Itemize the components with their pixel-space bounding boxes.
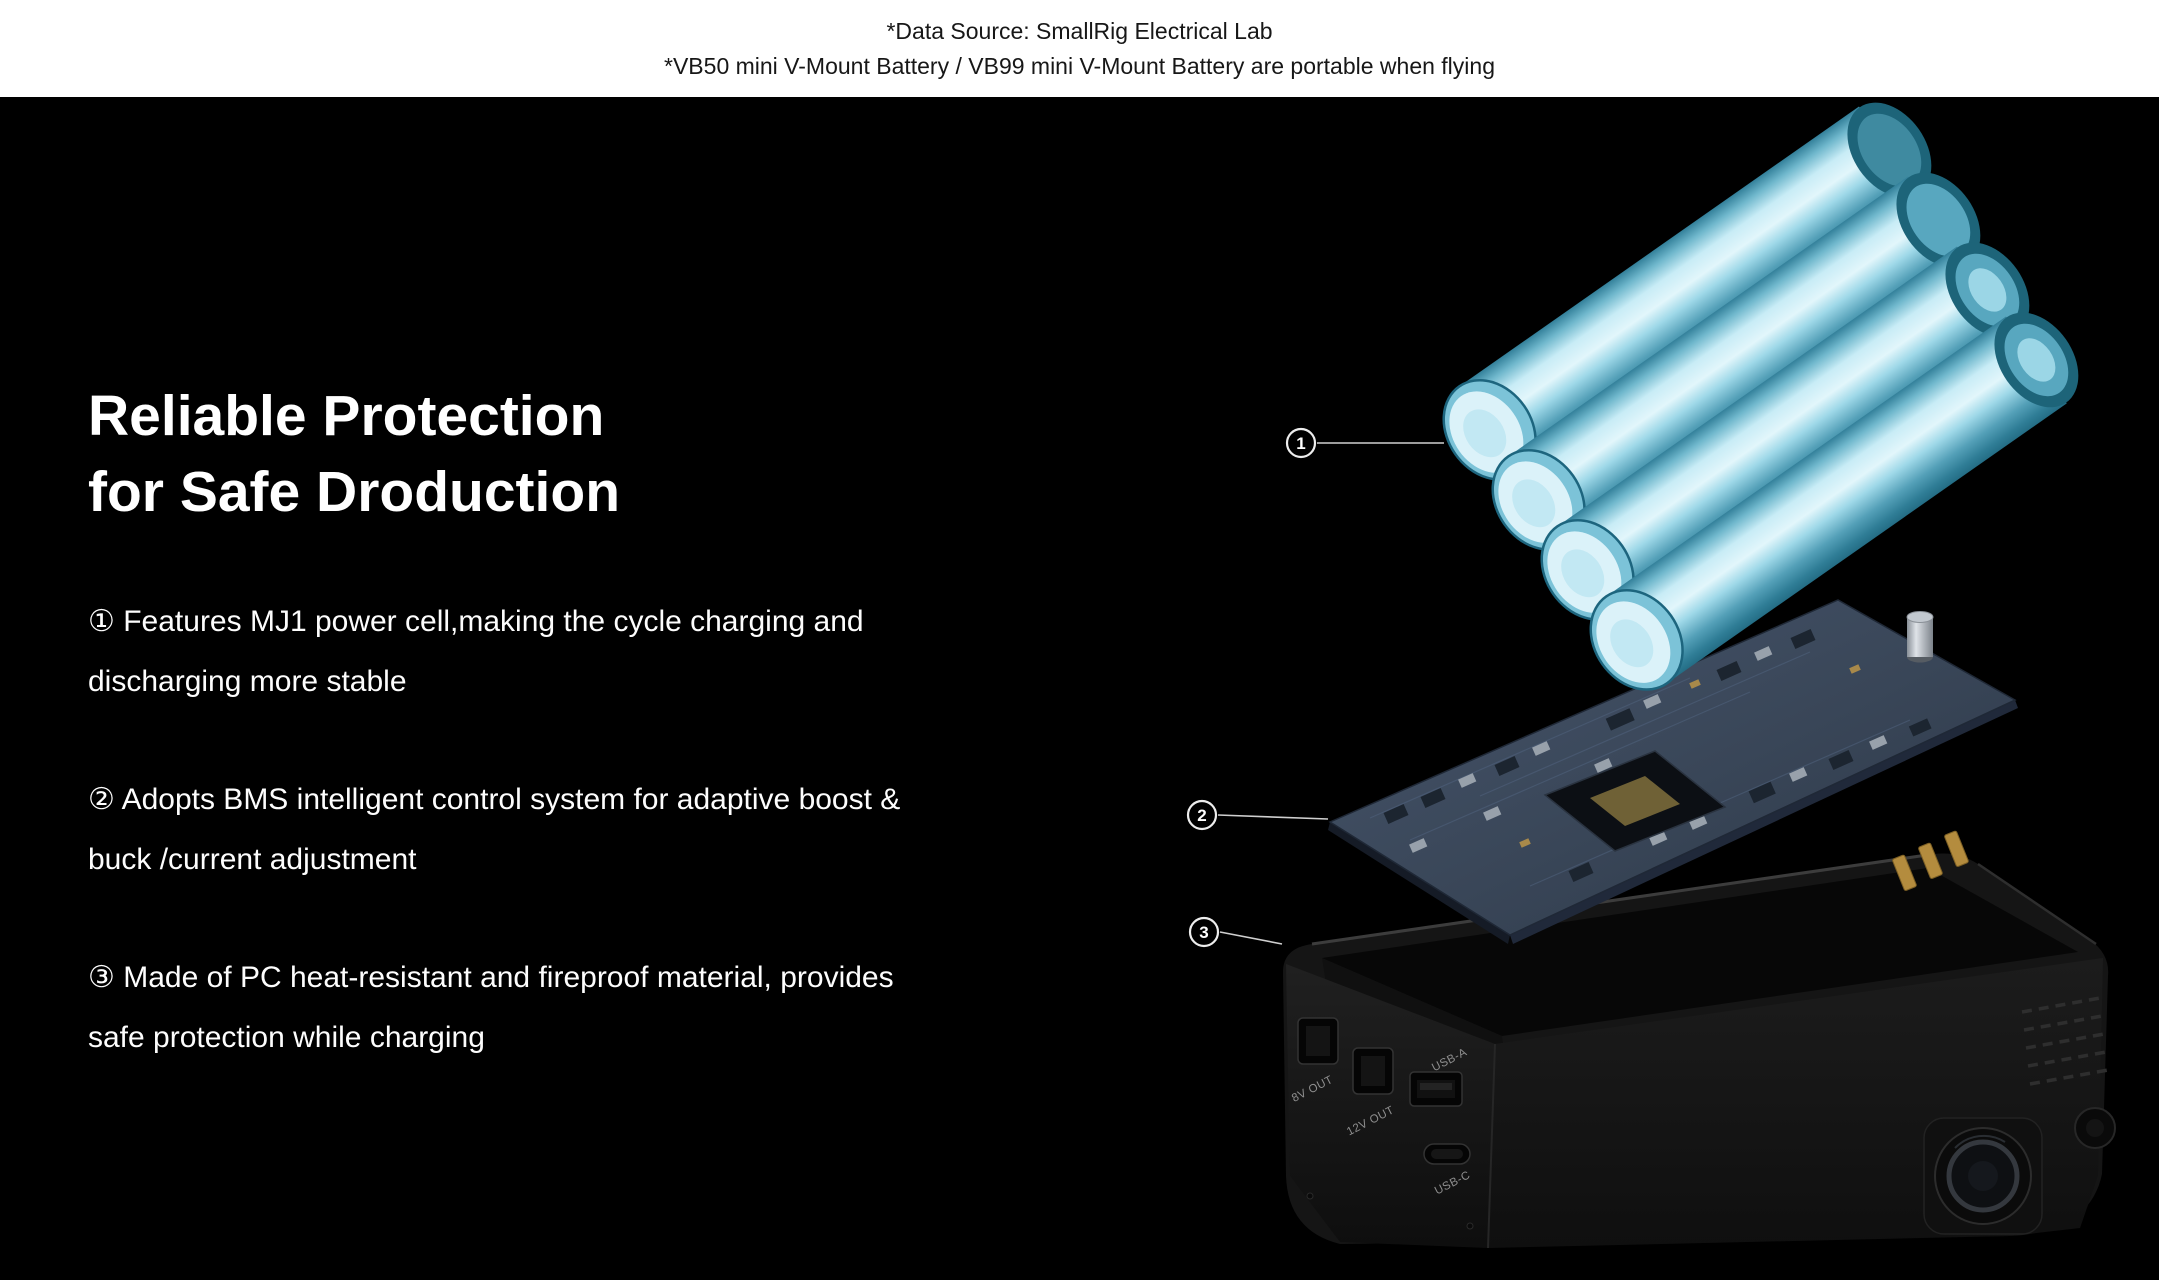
- port-12v-out-inner: [1361, 1056, 1385, 1086]
- side-socket-inner: [2086, 1119, 2104, 1137]
- round-port-highlight: [1954, 1134, 2006, 1149]
- product-exploded-view: 8V OUT 12V OUT USB-A USB-C: [1186, 102, 2116, 1249]
- disclaimer-line-2: *VB50 mini V-Mount Battery / VB99 mini V…: [664, 53, 1495, 79]
- feature-2-line-2: buck /current adjustment: [88, 843, 417, 876]
- page-title: Reliable Protection for Safe Droduction: [88, 378, 620, 530]
- feature-item-2: ② Adopts BMS intelligent control system …: [88, 770, 900, 890]
- pcb-components: [1383, 629, 1932, 882]
- disclaimer-line-1: *Data Source: SmallRig Electrical Lab: [886, 18, 1273, 44]
- battery-cell-3: [1540, 242, 2030, 621]
- battery-cell-4: [1589, 312, 2079, 691]
- screw: [1466, 1222, 1474, 1230]
- screw: [1306, 1192, 1314, 1200]
- round-port: [1923, 1117, 2043, 1235]
- callout-2: 2: [1186, 799, 1329, 831]
- housing-corner-edge: [1487, 1043, 1496, 1249]
- capacitor: [1906, 611, 1934, 663]
- callout-2-number: 2: [1197, 806, 1206, 825]
- callout-1-number: 1: [1296, 434, 1305, 453]
- board-edge-left: [1328, 822, 1510, 944]
- callout-3: 3: [1188, 916, 1283, 948]
- board-edge-bottom: [1510, 700, 2018, 944]
- battery-contacts: [1892, 830, 1969, 891]
- battery-cells: [1442, 102, 2079, 691]
- circuit-board: [1328, 599, 2018, 944]
- battery-cell-1: [1442, 102, 1932, 481]
- feature-item-1: ① Features MJ1 power cell,making the cyc…: [88, 592, 900, 712]
- housing-opening: [1322, 868, 2078, 1036]
- main-chip: [1543, 750, 1727, 852]
- battery-housing: 8V OUT 12V OUT USB-A USB-C: [1283, 830, 2116, 1249]
- callout-1: 1: [1285, 427, 1444, 459]
- feature-2-line-1: ② Adopts BMS intelligent control system …: [88, 783, 901, 816]
- vent-grid: [2021, 996, 2109, 1086]
- feature-list: ① Features MJ1 power cell,making the cyc…: [88, 592, 900, 1126]
- feature-item-3: ③ Made of PC heat-resistant and fireproo…: [88, 948, 900, 1068]
- housing-rim-highlight: [1311, 852, 1935, 946]
- disclaimer-header: *Data Source: SmallRig Electrical Lab *V…: [0, 0, 2159, 97]
- feature-1-line-1: ① Features MJ1 power cell,making the cyc…: [88, 605, 864, 638]
- housing-rim-right: [1977, 862, 2097, 946]
- page-title-line-1: Reliable Protection: [88, 384, 605, 448]
- feature-3-line-1: ③ Made of PC heat-resistant and fireproo…: [88, 961, 894, 994]
- port-8v-out-inner: [1306, 1026, 1330, 1056]
- round-port-center: [1968, 1161, 1998, 1191]
- page-title-line-2: for Safe Droduction: [88, 460, 621, 524]
- feature-3-line-2: safe protection while charging: [88, 1021, 485, 1054]
- port-usb-a-tongue: [1420, 1083, 1452, 1090]
- feature-1-line-2: discharging more stable: [88, 665, 407, 698]
- port-usb-c-inner: [1431, 1149, 1463, 1159]
- callout-3-number: 3: [1199, 923, 1208, 942]
- board-traces: [1369, 651, 1911, 887]
